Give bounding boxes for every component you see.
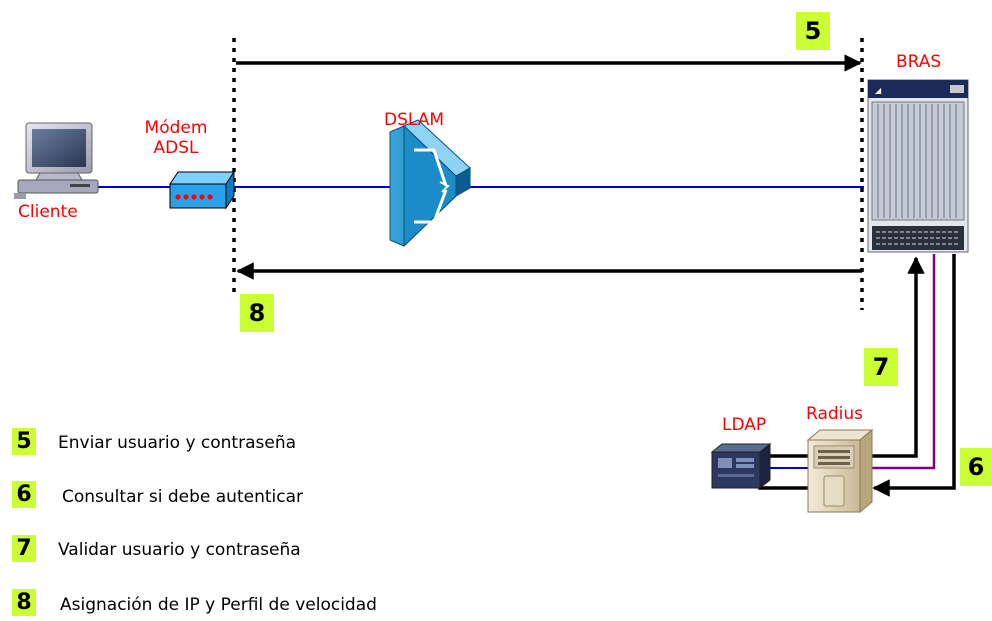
legend-text-7: Validar usuario y contraseña: [58, 539, 301, 561]
legend-text-5: Enviar usuario y contraseña: [58, 432, 296, 454]
modem-label-line1: Módem: [128, 118, 224, 138]
legend-badge-5: 5: [12, 428, 36, 455]
modem-icon: [170, 172, 234, 208]
ldap-label: LDAP: [722, 415, 766, 435]
ldap-server-icon: [712, 444, 770, 488]
svg-text:◢: ◢: [875, 86, 882, 95]
radius-label: Radius: [806, 404, 863, 424]
modem-label-line2: ADSL: [128, 138, 224, 158]
legend-badge-8: 8: [12, 589, 36, 616]
bras-label: BRAS: [896, 52, 941, 72]
step-badge-6: 6: [960, 448, 992, 486]
dslam-label: DSLAM: [384, 110, 444, 130]
modem-label: Módem ADSL: [128, 118, 224, 158]
legend-text-8: Asignación de IP y Perfil de velocidad: [60, 594, 377, 616]
cliente-label: Cliente: [18, 202, 78, 222]
legend-badge-7: 7: [12, 535, 36, 562]
step-badge-7: 7: [864, 348, 898, 386]
computer-icon: [14, 123, 98, 199]
step-badge-5: 5: [796, 12, 830, 50]
legend-text-6: Consultar si debe autenticar: [62, 486, 303, 508]
legend-badge-6: 6: [12, 481, 36, 508]
dslam-switch-icon: [390, 120, 470, 246]
step-badge-8: 8: [240, 294, 274, 332]
bras-router-icon: ◢: [868, 80, 968, 252]
radius-server-icon: [808, 430, 872, 512]
